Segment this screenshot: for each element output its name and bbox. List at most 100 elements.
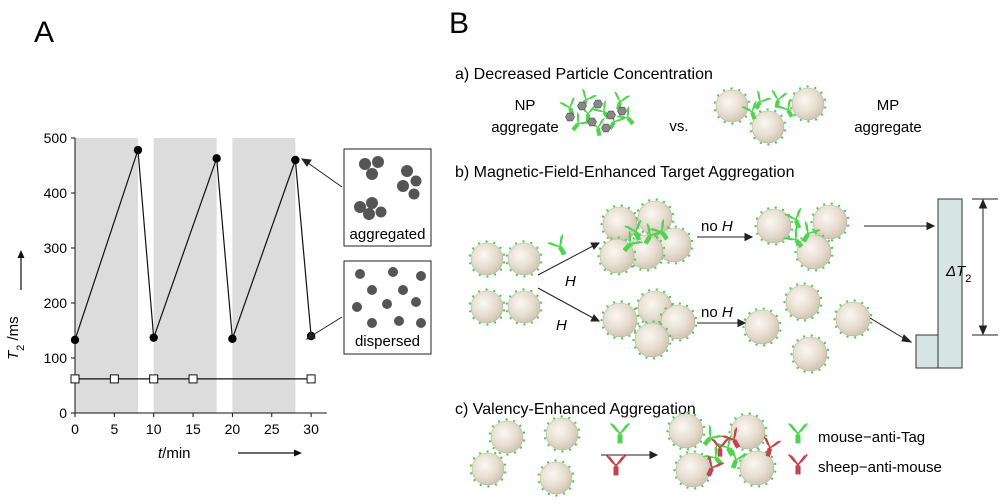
surface-ligand xyxy=(693,413,697,417)
antibody-strokes xyxy=(643,223,663,245)
surface-ligand xyxy=(749,449,753,452)
surface-ligand xyxy=(601,326,605,329)
surface-ligand xyxy=(839,331,842,335)
magnetic-particle xyxy=(790,334,830,374)
antibody-strokes xyxy=(610,423,630,444)
particle-body xyxy=(796,234,832,270)
surface-ligand xyxy=(503,471,507,474)
shaded-interval xyxy=(75,138,138,413)
surface-ligand xyxy=(486,323,489,326)
surface-ligand xyxy=(568,416,571,420)
surface-ligand xyxy=(514,242,518,245)
surface-ligand xyxy=(668,205,672,209)
surface-ligand xyxy=(722,89,726,92)
surface-ligand xyxy=(636,299,640,302)
h-label-upper: H xyxy=(565,273,576,290)
surface-ligand xyxy=(755,343,758,346)
surface-ligand xyxy=(633,331,637,334)
surface-ligand xyxy=(625,270,628,274)
surface-ligand xyxy=(624,238,628,242)
data-point xyxy=(188,374,198,384)
surface-ligand xyxy=(633,329,637,332)
surface-ligand xyxy=(641,320,644,324)
surface-ligand xyxy=(499,316,503,319)
surface-ligand xyxy=(539,261,543,264)
surface-ligand xyxy=(853,299,856,302)
surface-ligand xyxy=(610,272,613,275)
surface-ligand xyxy=(574,421,577,424)
section-b-illustration xyxy=(468,198,873,374)
surface-ligand xyxy=(612,205,616,208)
surface-ligand xyxy=(780,114,783,117)
antibody-strokes xyxy=(559,97,575,116)
surface-ligand xyxy=(601,230,605,233)
surface-ligand xyxy=(810,284,814,288)
data-point xyxy=(228,334,237,343)
x-label-var: t xyxy=(158,445,163,462)
surface-ligand xyxy=(738,120,742,123)
surface-ligand xyxy=(644,321,648,324)
x-tick-label: 20 xyxy=(225,421,241,437)
y-tick-label: 200 xyxy=(44,295,68,311)
magnetic-particle xyxy=(505,288,543,326)
surface-ligand xyxy=(807,268,810,271)
surface-ligand xyxy=(487,485,490,488)
y-tick-label: 500 xyxy=(44,130,68,146)
surface-ligand xyxy=(700,452,704,456)
surface-ligand xyxy=(679,482,682,486)
surface-ligand xyxy=(823,341,827,345)
antibody-icon xyxy=(776,98,794,118)
surface-ligand xyxy=(814,86,817,90)
surface-ligand xyxy=(838,236,841,240)
surface-ligand xyxy=(762,344,766,347)
surface-ligand xyxy=(568,465,571,468)
magnetic-particle xyxy=(632,320,672,360)
mp-label-line2: aggregate xyxy=(854,119,922,136)
nanoparticle xyxy=(617,106,627,116)
surface-ligand xyxy=(685,451,689,454)
surface-ligand xyxy=(668,342,672,345)
surface-ligand xyxy=(606,236,609,240)
surface-ligand xyxy=(519,424,522,427)
surface-ligand xyxy=(632,338,635,342)
particle-body xyxy=(470,290,504,324)
x-tick-label: 25 xyxy=(264,421,280,437)
surface-ligand xyxy=(638,325,641,328)
dispersed-particles xyxy=(352,267,426,328)
surface-ligand xyxy=(537,481,541,484)
surface-ligand xyxy=(633,258,637,261)
surface-ligand xyxy=(773,470,777,473)
surface-ligand xyxy=(494,451,497,455)
surface-ligand xyxy=(658,320,661,324)
surface-ligand xyxy=(502,301,506,304)
section-c-arrow xyxy=(601,450,659,460)
surface-ligand xyxy=(687,254,691,257)
surface-ligand xyxy=(687,232,691,236)
surface-ligand xyxy=(690,247,694,250)
antibody-icon xyxy=(592,100,610,120)
particle-body xyxy=(490,420,524,454)
surface-ligand xyxy=(764,434,768,437)
magnetic-particle xyxy=(810,202,850,242)
surface-ligand xyxy=(750,484,753,487)
surface-ligand xyxy=(691,331,695,334)
surface-ligand xyxy=(469,472,473,475)
magnetic-particle xyxy=(666,411,706,451)
surface-ligand xyxy=(641,293,644,296)
surface-ligand xyxy=(530,273,534,276)
surface-ligand xyxy=(803,370,806,373)
antibody-strokes xyxy=(763,436,781,457)
y-label-var: T xyxy=(5,349,22,360)
antibody-strokes xyxy=(606,455,626,476)
antibody-strokes xyxy=(614,91,630,111)
surface-ligand xyxy=(571,480,575,483)
antibody-icon xyxy=(788,423,808,444)
no-text-lower: no xyxy=(701,304,722,321)
surface-ligand xyxy=(796,318,799,321)
surface-ligand xyxy=(826,348,830,352)
magnetic-particle xyxy=(789,85,827,123)
surface-ligand xyxy=(655,198,658,201)
x-tick-label: 15 xyxy=(185,421,201,437)
surface-ligand xyxy=(762,307,765,310)
